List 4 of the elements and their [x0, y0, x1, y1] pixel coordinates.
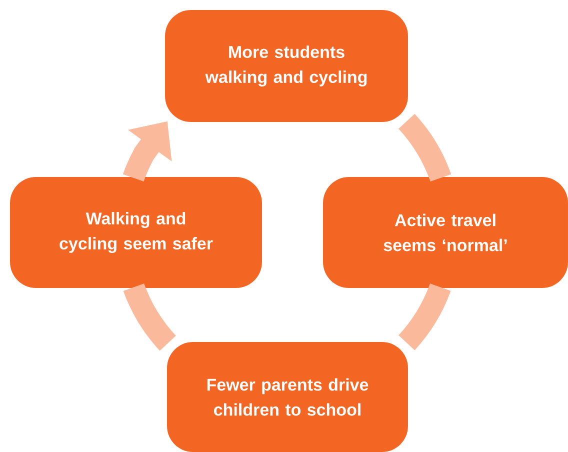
process-box: Active travel seems ‘normal’ — [323, 177, 568, 288]
process-box: Fewer parents drive children to school — [167, 342, 408, 452]
process-box: More students walking and cycling — [165, 10, 408, 122]
process-box: Walking and cycling seem safer — [10, 177, 262, 288]
